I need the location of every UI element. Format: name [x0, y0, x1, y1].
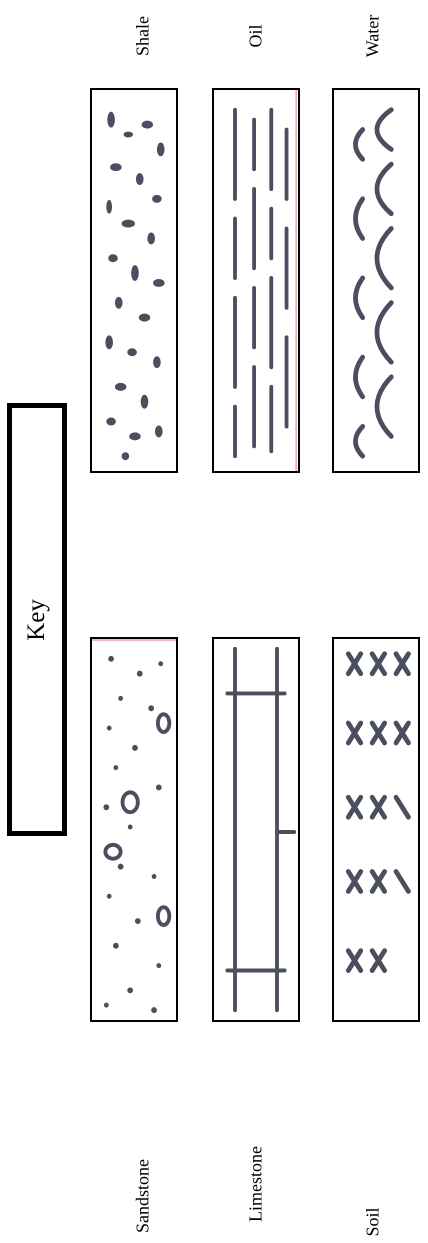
- oil-pattern-swatch: [212, 88, 300, 473]
- oil-pattern: [214, 90, 298, 471]
- soil-pattern: [334, 639, 418, 1020]
- limestone-label: Limestone: [246, 1146, 267, 1222]
- key-title: Key: [23, 599, 51, 641]
- water-label: Water: [363, 15, 384, 58]
- water-pattern: [334, 90, 418, 471]
- shale-pattern-swatch: [90, 88, 178, 473]
- sandstone-pattern-swatch: [90, 637, 178, 1022]
- sandstone-label: Sandstone: [133, 1159, 154, 1233]
- sandstone-pattern: [92, 639, 176, 1020]
- limestone-pattern: [214, 639, 298, 1020]
- shale-label: Shale: [133, 16, 154, 56]
- water-pattern-swatch: [332, 88, 420, 473]
- soil-pattern-swatch: [332, 637, 420, 1022]
- limestone-pattern-swatch: [212, 637, 300, 1022]
- soil-label: Soil: [363, 1207, 384, 1236]
- shale-pattern: [92, 90, 176, 471]
- oil-label: Oil: [246, 24, 267, 47]
